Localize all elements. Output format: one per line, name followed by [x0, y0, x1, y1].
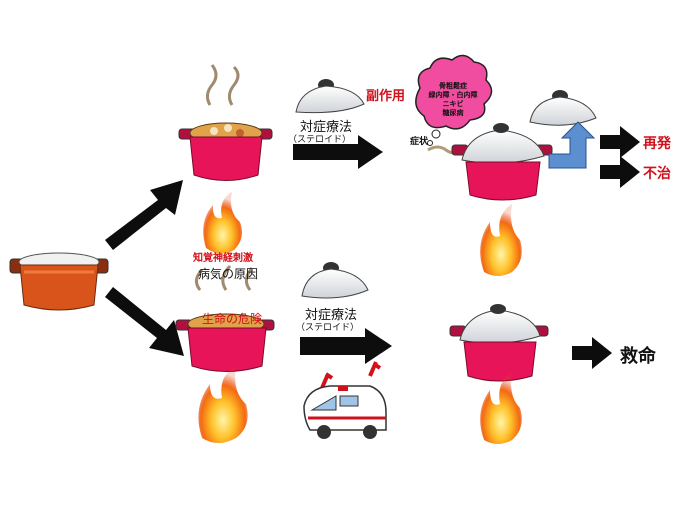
arrow-down-right [105, 287, 184, 356]
arrow-lifesaving [572, 337, 612, 369]
disease-cause-label: 病気の原因 [198, 267, 259, 281]
top-treatment-sub-label: （ステロイド） [288, 135, 352, 145]
bottom-fire [198, 366, 248, 443]
incurable-label: 不治 [643, 166, 671, 182]
bottom-pot [175, 264, 275, 372]
life-danger-label: 生命の危険 [202, 312, 263, 326]
lifesaving-label: 救命 [620, 346, 656, 367]
side-effect-bubble [415, 54, 493, 146]
perception-nerve-label: 知覚神経刺激 [193, 253, 253, 264]
bottom-right-fire [480, 372, 522, 444]
relapse-label: 再発 [643, 136, 671, 152]
arrow-relapse [600, 126, 640, 158]
bottom-lid [301, 262, 369, 299]
origin-pot [9, 252, 109, 311]
arrow-up-right [105, 180, 183, 250]
bottom-treatment-label: 対症療法 [305, 308, 358, 323]
ambulance-icon [303, 361, 387, 439]
side-effect-item: 糖尿病 [442, 109, 464, 117]
floating-lid [529, 90, 597, 126]
top-treatment-label: 対症療法 [300, 120, 353, 135]
arrow-incurable [600, 156, 640, 188]
blue-bent-arrow [548, 121, 596, 169]
top-lid [295, 79, 365, 114]
top-fire [203, 192, 242, 254]
bottom-treatment-sub-label: （ステロイド） [296, 323, 360, 333]
top-pot [178, 64, 273, 181]
side-effect-item: 骨粗鬆症 [439, 82, 467, 90]
arrow-top-treatment [293, 135, 383, 169]
symptom-label: 症状 [410, 137, 429, 147]
side-effect-label: 副作用 [366, 89, 406, 104]
top-right-pot [451, 123, 553, 201]
side-effect-list: 骨粗鬆症 緑内障・白内障 ニキビ 糖尿病 [428, 82, 478, 118]
bottom-right-pot [449, 304, 549, 382]
side-effect-item: ニキビ [442, 100, 464, 108]
side-effect-item: 緑内障・白内障 [428, 91, 478, 99]
top-right-fire [480, 204, 522, 276]
arrow-bottom-treatment [300, 328, 392, 364]
